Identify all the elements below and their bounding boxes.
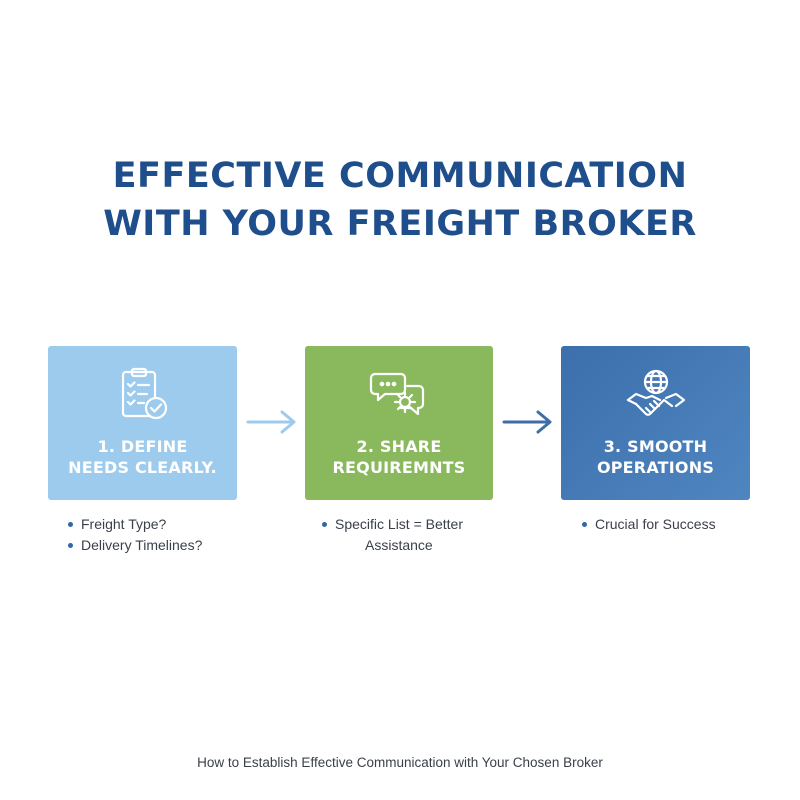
step-1-bullet-list: Freight Type? Delivery Timelines? <box>68 514 268 556</box>
step-label-line-2: OPERATIONS <box>596 458 715 477</box>
step-label: 2. SHARE REQUIREMNTS <box>333 436 466 478</box>
list-item: Freight Type? <box>68 514 268 535</box>
title-line-1: EFFECTIVE COMMUNICATION <box>112 156 688 196</box>
step-label-line-2: NEEDS CLEARLY. <box>68 458 217 477</box>
title-line-2: WITH YOUR FREIGHT BROKER <box>103 204 697 244</box>
chat-gear-icon <box>369 372 425 416</box>
step-2-bullet-list: Specific List = Better Assistance <box>322 514 497 556</box>
page-title: EFFECTIVE COMMUNICATION WITH YOUR FREIGH… <box>0 152 800 248</box>
step-label-line-1: 1. DEFINE <box>97 437 188 456</box>
step-card-share-requirements: 2. SHARE REQUIREMNTS <box>305 346 493 500</box>
step-label-line-1: 2. SHARE <box>356 437 442 456</box>
step-label: 1. DEFINE NEEDS CLEARLY. <box>68 436 217 478</box>
list-item-continuation: Assistance <box>365 537 433 553</box>
arrow-right-icon <box>246 410 296 434</box>
checklist-clipboard-icon <box>121 367 167 420</box>
list-item: Crucial for Success <box>582 514 752 535</box>
globe-handshake-icon <box>626 369 685 416</box>
list-item: Delivery Timelines? <box>68 535 268 556</box>
step-3-bullet-list: Crucial for Success <box>582 514 752 535</box>
step-card-smooth-operations: 3. SMOOTH OPERATIONS <box>561 346 750 500</box>
step-card-define-needs: 1. DEFINE NEEDS CLEARLY. <box>48 346 237 500</box>
footer-caption: How to Establish Effective Communication… <box>197 755 603 770</box>
step-label-line-1: 3. SMOOTH <box>603 437 708 456</box>
step-label-line-2: REQUIREMNTS <box>332 458 466 477</box>
step-label: 3. SMOOTH OPERATIONS <box>597 436 714 478</box>
list-item: Specific List = Better <box>322 514 497 535</box>
arrow-right-icon <box>502 410 552 434</box>
